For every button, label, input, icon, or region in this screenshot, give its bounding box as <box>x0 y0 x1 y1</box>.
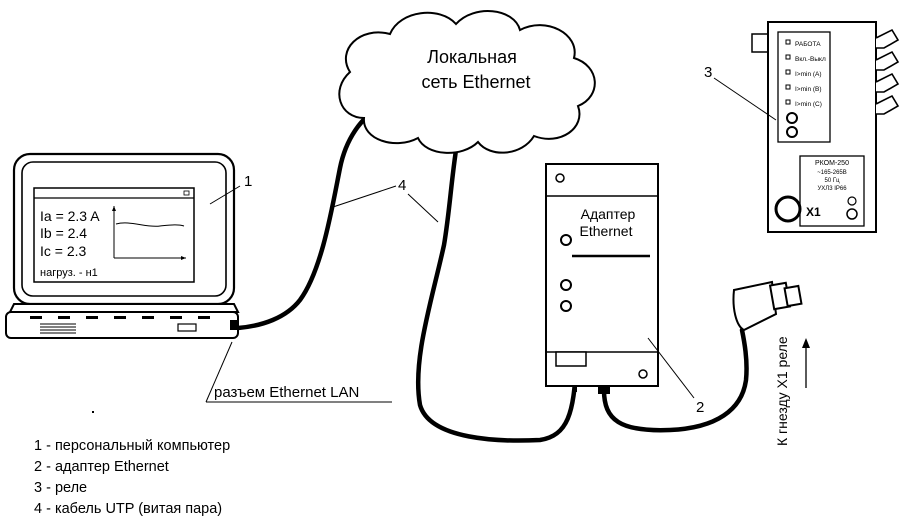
callout-line-2 <box>647 337 695 399</box>
relay-panel-label-a: I>min (A) <box>795 71 822 78</box>
relay-panel-label-work: РАБОТА <box>795 41 821 48</box>
callout-1: 1 <box>244 173 252 190</box>
callout-4: 4 <box>398 177 406 194</box>
relay-plate-line-1: РКОМ-250 <box>815 160 849 167</box>
relay-plate-line-4: УХЛ3 IP66 <box>817 186 847 192</box>
legend-item-1: 1 - персональный компьютер <box>34 438 231 454</box>
cloud-label-line-1: Локальная <box>427 47 517 67</box>
screen-line-ia: Ia = 2.3 A <box>40 208 100 224</box>
relay-connector-plug <box>732 280 803 343</box>
utp-cable-adapter <box>415 135 579 443</box>
relay-panel-label-onoff: Вкл.-Выкл <box>795 56 826 63</box>
ethernet-port-label: разъем Ethernet LAN <box>214 384 359 401</box>
legend-item-4: 4 - кабель UTP (витая пара) <box>34 501 223 517</box>
relay-x1-label: X1 <box>806 205 821 219</box>
laptop <box>5 152 240 339</box>
relay-plate-line-3: 50 Гц <box>824 178 840 184</box>
relay-panel-label-b: I>min (B) <box>795 86 822 93</box>
callout-3: 3 <box>704 64 712 81</box>
callout-line-4b <box>407 193 439 223</box>
cloud-label-line-2: сеть Ethernet <box>421 72 530 92</box>
connector-direction-arrow <box>802 338 810 388</box>
screen-line-ic: Ic = 2.3 <box>40 243 87 259</box>
legend-item-3: 3 - реле <box>34 480 88 496</box>
relay-plate-line-2: ~165-265В <box>817 170 847 176</box>
screen-line-ib: Ib = 2.4 <box>40 225 87 241</box>
ethernet-adapter <box>545 163 659 394</box>
relay-connector-cable <box>601 327 749 433</box>
stray-dot <box>92 411 94 413</box>
ethernet-port-pointer <box>205 341 392 403</box>
utp-cable-laptop <box>235 107 379 331</box>
adapter-label-line-2: Ethernet <box>580 223 633 239</box>
callout-line-4a <box>329 185 397 209</box>
legend-item-2: 2 - адаптер Ethernet <box>34 459 169 475</box>
relay <box>751 21 900 233</box>
callout-line-1 <box>209 185 241 205</box>
callout-line-3 <box>713 77 777 121</box>
screen-line-load: нагруз. - н1 <box>40 267 98 279</box>
callout-2: 2 <box>696 399 704 416</box>
connector-caption: К гнезду X1 реле <box>774 336 790 446</box>
ethernet-cloud <box>338 10 596 154</box>
relay-panel-label-c: I>min (C) <box>795 101 822 108</box>
adapter-label-line-1: Адаптер <box>581 206 636 222</box>
legend: 1 - персональный компьютер 2 - адаптер E… <box>34 436 230 520</box>
